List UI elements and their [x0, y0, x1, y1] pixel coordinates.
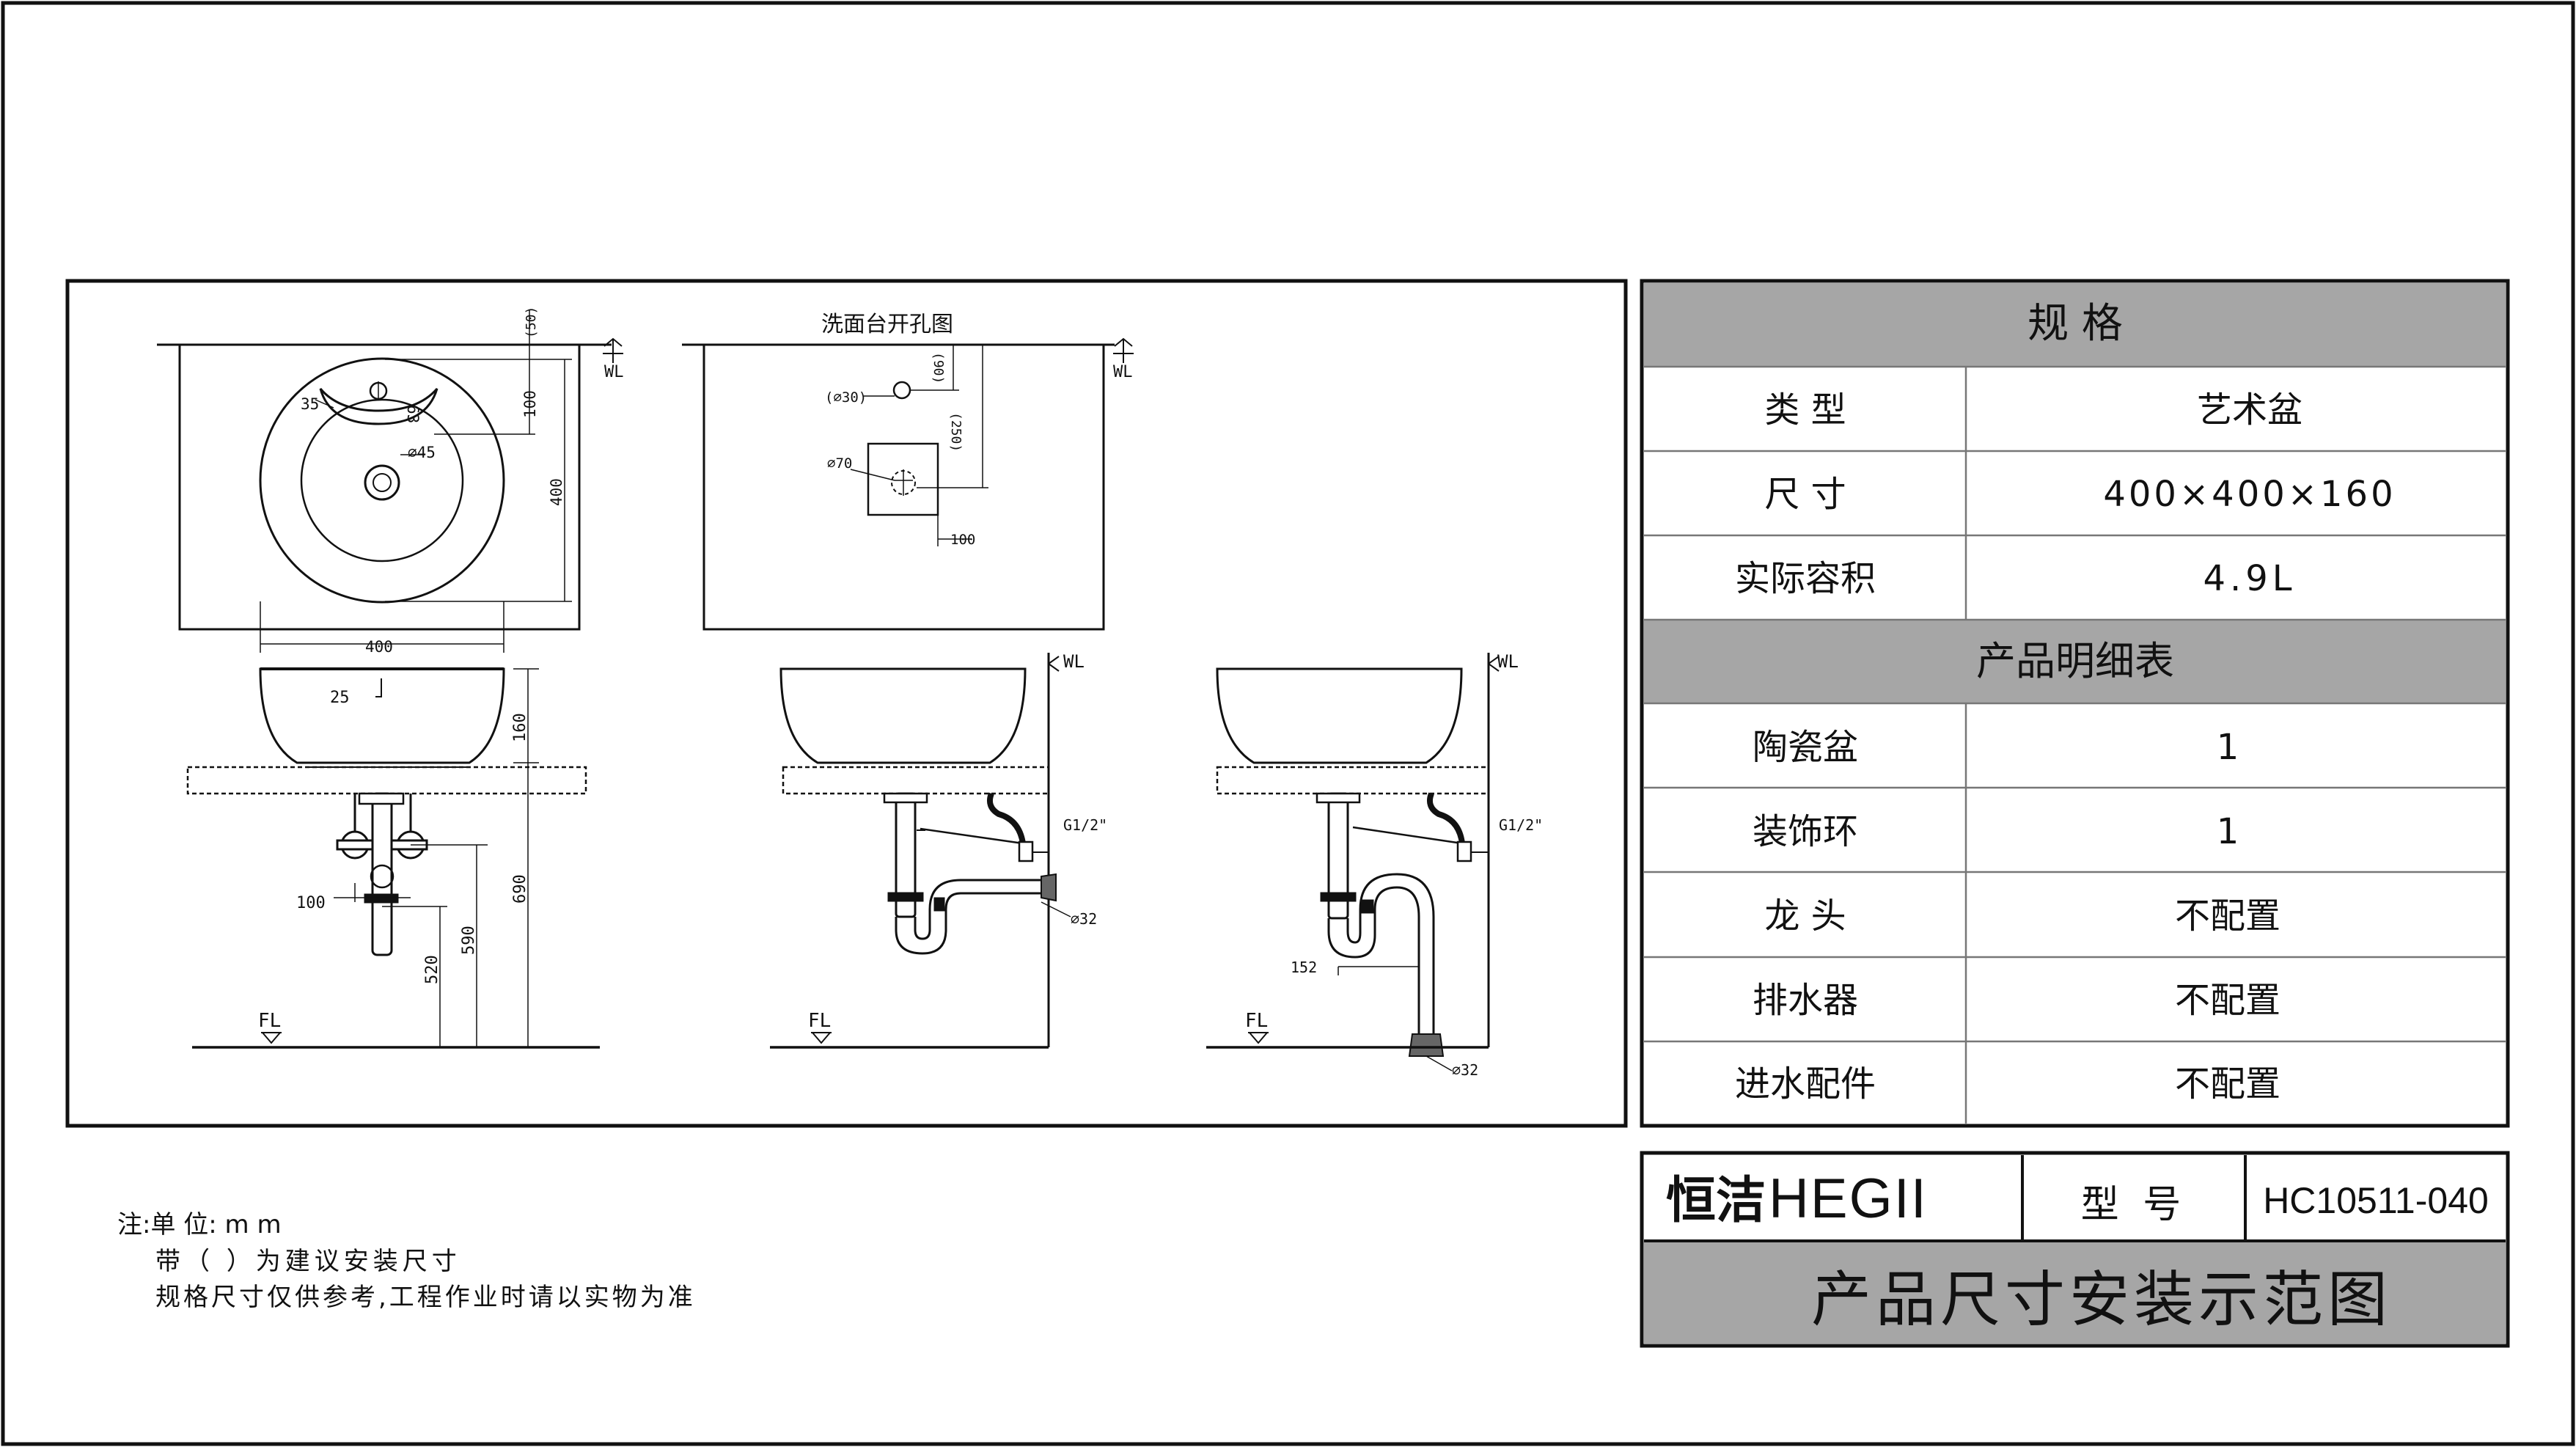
detail-label-0: 陶瓷盆: [1753, 727, 1858, 768]
counter-slab-p: [782, 766, 1050, 795]
detail-label-2: 龙 头: [1764, 895, 1846, 937]
fl-label-p: FL: [808, 1010, 831, 1032]
s-trap-view: [1206, 653, 1500, 1071]
drawing-area: 35 63 ∅45 (50) 100 400 400 WL: [65, 279, 1628, 1128]
dim-520: 520: [423, 955, 441, 984]
dim-400-h: 400: [365, 638, 393, 656]
dim-50: (50): [524, 307, 539, 338]
counter-top-outline: [178, 343, 581, 631]
pipe-clamp: [364, 893, 399, 904]
dim-45: ∅45: [408, 444, 436, 461]
dim-152: 152: [1291, 959, 1317, 976]
faucet-deck: [319, 388, 438, 425]
fl-label-left: FL: [258, 1010, 281, 1032]
model-label: 型 号: [2081, 1183, 2187, 1227]
dim-63: 63: [404, 405, 422, 423]
dim-g12-s: G1/2": [1499, 816, 1543, 834]
spec-table: 规 格 类 型 艺术盆 尺 寸 400×400×160 实际容积 4.9L 产品…: [1640, 279, 2510, 1128]
detail-label-3: 排水器: [1753, 980, 1858, 1021]
dim-250: (250): [948, 412, 964, 452]
note-line-3: 规格尺寸仅供参考,工程作业时请以实物为准: [155, 1283, 696, 1312]
spec-label-2: 实际容积: [1735, 558, 1876, 599]
notes: 注:单 位: m m 带（ ）为建议安装尺寸 规格尺寸仅供参考,工程作业时请以实…: [117, 1210, 696, 1312]
cutout-title: 洗面台开孔图: [821, 312, 953, 337]
basin-profile-s: [1216, 667, 1463, 764]
dim-32-p: ∅32: [1071, 910, 1097, 928]
dim-100-side: 100: [296, 894, 326, 912]
basin-inner-bowl: [300, 398, 464, 563]
brand-logo: 恒洁 HEGII: [1666, 1168, 1928, 1230]
spec-header: 规 格: [2028, 300, 2123, 348]
detail-value-4: 不配置: [2175, 1063, 2280, 1105]
drawing-title: 产品尺寸安装示范图: [1811, 1265, 2392, 1335]
counter-cutout-outline: [702, 343, 1105, 631]
dim-590: 590: [460, 926, 478, 955]
basin-profile-p: [779, 667, 1027, 764]
wl-label-cutout: WL: [1113, 363, 1133, 381]
top-view: [157, 309, 623, 653]
note-line-1: 注:单 位: m m: [117, 1210, 282, 1239]
dim-100-cutout: 100: [950, 532, 975, 548]
wl-marker-cutout: [1113, 337, 1134, 363]
counter-slab-s: [1216, 766, 1490, 795]
dim-32-s: ∅32: [1452, 1061, 1478, 1079]
drain-pipe: [371, 792, 393, 956]
basin-outer-rim: [259, 357, 505, 604]
brand-cn: 恒洁: [1666, 1172, 1766, 1230]
dim-30: (∅30): [825, 389, 867, 406]
model-value: HC10511-040: [2263, 1180, 2489, 1221]
spec-value-2: 4.9L: [2203, 558, 2296, 599]
fl-label-s: FL: [1245, 1010, 1268, 1032]
wl-label-p: WL: [1063, 651, 1085, 672]
detail-header-bg: [1644, 620, 2506, 703]
fl-marker-left: [261, 1032, 282, 1044]
title-bg: [1644, 1241, 2506, 1344]
dim-400-v: 400: [548, 478, 565, 506]
top-view-dims: [260, 309, 572, 653]
detail-header: 产品明细表: [1976, 638, 2174, 684]
dim-g12-p: G1/2": [1063, 816, 1107, 834]
detail-label-1: 装饰环: [1753, 811, 1858, 852]
p-trap-view: [770, 653, 1071, 1049]
dim-25: 25: [330, 689, 350, 707]
counter-slab: [186, 766, 587, 795]
detail-value-2: 不配置: [2175, 895, 2280, 937]
note-line-2: 带（ ）为建议安装尺寸: [155, 1247, 461, 1276]
wl-marker-top: [603, 337, 623, 363]
spec-value-0: 艺术盆: [2197, 389, 2302, 431]
detail-value-1: 1: [2217, 811, 2239, 852]
detail-value-3: 不配置: [2175, 980, 2280, 1021]
dim-690: 690: [511, 874, 529, 904]
spec-label-1: 尺 寸: [1764, 474, 1846, 515]
drain-inner: [373, 473, 392, 492]
dim-100: 100: [521, 390, 539, 418]
detail-value-0: 1: [2217, 727, 2239, 768]
drain-outer: [364, 464, 400, 501]
spec-label-0: 类 型: [1764, 389, 1846, 431]
faucet-cutout: [892, 381, 911, 400]
title-block: 恒洁 HEGII 型 号 HC10511-040 产品尺寸安装示范图: [1640, 1151, 2510, 1348]
drawing-frame: [65, 279, 1628, 1128]
dim-35: 35: [301, 395, 319, 413]
spec-value-1: 400×400×160: [2103, 474, 2396, 515]
dim-160: 160: [511, 713, 529, 742]
detail-label-4: 进水配件: [1735, 1063, 1876, 1105]
cutout-view: [682, 337, 1134, 631]
dim-90: (90): [931, 352, 946, 384]
wl-label-top: WL: [604, 363, 624, 381]
brand-en: HEGII: [1769, 1168, 1928, 1230]
dim-70: ∅70: [827, 455, 852, 472]
spec-header-bg: [1644, 283, 2506, 367]
basin-profile: [259, 667, 505, 764]
side-view: [186, 667, 600, 1049]
wl-label-s: WL: [1497, 651, 1519, 672]
drain-cutout: [867, 442, 939, 516]
